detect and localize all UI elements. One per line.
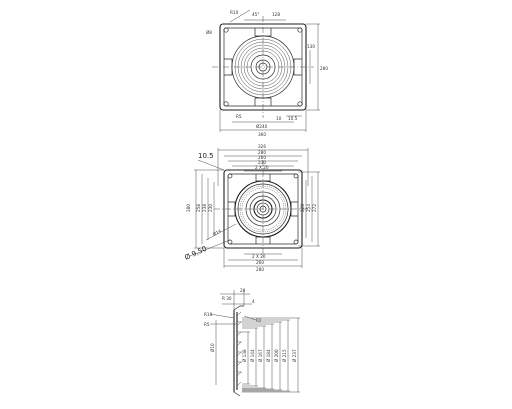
top-label-r1: Ø8 bbox=[206, 30, 212, 35]
side-label-r10: R10 bbox=[204, 312, 213, 317]
mid-label-v6: 254 bbox=[306, 204, 311, 212]
top-label-w360: 360 bbox=[258, 132, 266, 137]
side-label-r2: R2 bbox=[256, 318, 262, 323]
top-label-130: 130 bbox=[307, 44, 315, 49]
mid-label-bot2x20: 2 X 20 bbox=[252, 254, 266, 259]
side-label-left10: Ø10 bbox=[210, 343, 215, 352]
section-view: 20 4 R 30 R10 R5 R2 Ø10 bbox=[204, 288, 300, 397]
side-label-r5: R5 bbox=[204, 322, 210, 327]
top-label-128: 128 bbox=[272, 12, 280, 17]
side-label-d5: Ø 200 bbox=[274, 349, 279, 362]
mid-label-v2: 258 bbox=[196, 204, 201, 212]
top-label-w240: Ø240 bbox=[256, 124, 268, 129]
mid-label-v5: 228 bbox=[300, 204, 305, 212]
side-label-20: 20 bbox=[240, 288, 246, 293]
mid-label-v1: 280 bbox=[186, 204, 191, 212]
top-label-r10: R10 bbox=[230, 10, 239, 15]
mid-label-top260: 260 bbox=[258, 155, 266, 160]
side-label-t4: 4 bbox=[252, 299, 255, 304]
side-label-d1: Ø 138 bbox=[242, 349, 247, 362]
top-label-280: 280 bbox=[320, 66, 328, 71]
top-label-10-5: 10.5 bbox=[288, 116, 298, 121]
mid-label-326: 326 bbox=[258, 144, 266, 149]
mid-label-bot260: 260 bbox=[256, 260, 264, 265]
mid-label-hole: Ø 9,50 bbox=[183, 245, 208, 262]
mid-label-top2x20: 2 X 20 bbox=[255, 165, 269, 170]
mid-label-r14: Ø14 bbox=[212, 228, 222, 237]
side-label-d7: Ø 237 bbox=[292, 349, 297, 362]
mid-label-10-5: 10.5 bbox=[198, 152, 214, 160]
mid-label-bot280: 280 bbox=[256, 267, 264, 272]
middle-view: 326 280 260 230 2 X 20 10.5 280 258 238 … bbox=[183, 144, 320, 272]
mid-label-v3: 238 bbox=[202, 204, 207, 212]
mid-label-top280: 280 bbox=[258, 150, 266, 155]
top-label-10: 10 bbox=[276, 116, 282, 121]
mid-label-v4: 230 bbox=[208, 204, 213, 212]
mid-label-top230: 230 bbox=[258, 160, 266, 165]
side-label-d2: Ø 144 bbox=[250, 349, 255, 362]
top-view: 45° 128 Ø8 R10 280 130 Ø240 360 10.5 10 … bbox=[206, 9, 328, 137]
side-label-d4: Ø 184 bbox=[266, 349, 271, 362]
top-label-ang: 45° bbox=[252, 12, 259, 17]
top-label-r5: R5 bbox=[236, 114, 242, 119]
mid-label-v7: 272 bbox=[312, 204, 317, 212]
side-label-d6: Ø 215 bbox=[282, 349, 287, 362]
side-label-d3: Ø 167 bbox=[258, 349, 263, 362]
side-label-r30: R 30 bbox=[222, 296, 232, 301]
